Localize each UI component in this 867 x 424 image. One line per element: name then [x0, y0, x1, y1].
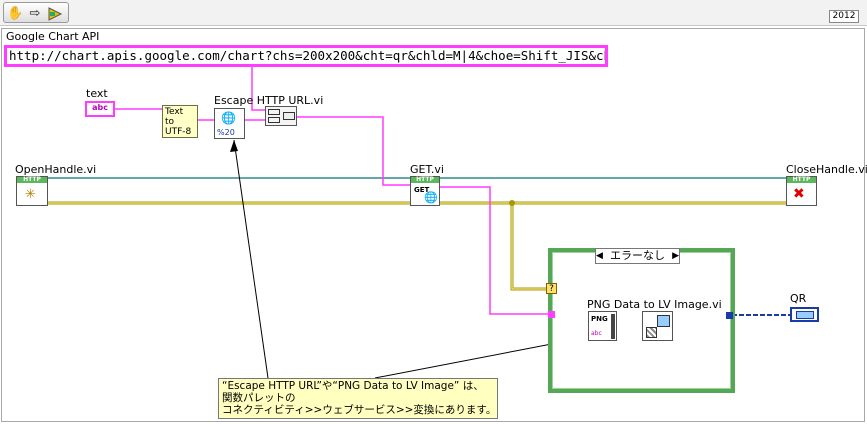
text-control-terminal[interactable]: abc: [85, 101, 115, 117]
png-data-vi-label: PNG Data to LV Image.vi: [587, 298, 722, 311]
globe-icon: 🌐: [221, 111, 236, 125]
png-glyph: PNG: [591, 315, 608, 323]
case-selector[interactable]: ◀ エラーなし ▶: [595, 248, 680, 264]
close-handle-label: CloseHandle.vi: [786, 163, 867, 176]
url-string-constant[interactable]: http://chart.apis.google.com/chart?chs=2…: [4, 45, 608, 67]
error-wire-junction: [509, 200, 515, 206]
image-convert-node[interactable]: [642, 311, 673, 341]
hand-tool-icon[interactable]: ✋: [7, 6, 24, 21]
version-badge: 2012: [829, 10, 859, 23]
string-wire-url: [251, 66, 265, 111]
get-vi-label: GET.vi: [410, 163, 444, 176]
string-wire-body: [440, 186, 551, 315]
error-wire-case: [510, 203, 548, 291]
escape-glyph: %20: [217, 128, 235, 137]
http-badge: HTTP: [411, 177, 439, 183]
diagram-frame: [1, 28, 865, 422]
globe-icon: 🌐: [424, 191, 438, 204]
escape-http-url-label: Escape HTTP URL.vi: [214, 94, 324, 107]
input-tunnel[interactable]: [548, 311, 555, 318]
run-arrow-icon[interactable]: [47, 6, 63, 22]
http-badge: HTTP: [17, 177, 47, 183]
comment-arrow-escape: [233, 139, 269, 379]
png-data-to-lv-image-vi[interactable]: PNG abc: [588, 311, 617, 341]
qr-image-indicator[interactable]: [790, 307, 819, 322]
tool-button-group[interactable]: ✋ ⇨: [3, 2, 69, 23]
close-x-icon: ✖: [793, 186, 805, 202]
text-to-utf8-node[interactable]: Text to UTF-8: [162, 105, 198, 138]
open-handle-vi[interactable]: HTTP ✳: [16, 176, 48, 206]
get-vi[interactable]: HTTP GET 🌐: [410, 176, 440, 206]
case-selector-label: エラーなし: [610, 249, 665, 262]
comment-line: コネクティビティ>>ウェブサービス>>変換にあります。: [222, 404, 497, 416]
close-handle-vi[interactable]: HTTP ✖: [786, 176, 817, 206]
comment-line: 関数パレットの: [222, 392, 296, 404]
open-handle-label: OpenHandle.vi: [15, 163, 97, 176]
comment-line: “Escape HTTP URL”や“PNG Data to LV Image”…: [222, 380, 484, 392]
png-sub-glyph: abc: [591, 330, 602, 337]
text-control-label: text: [86, 87, 108, 100]
arrow-tool-icon[interactable]: ⇨: [29, 6, 41, 21]
escape-http-url-vi[interactable]: 🌐 %20: [214, 108, 245, 139]
concatenate-strings-node[interactable]: [265, 106, 297, 126]
case-selector-terminal[interactable]: ?: [546, 283, 557, 294]
case-next-arrow[interactable]: ▶: [672, 251, 679, 261]
output-tunnel[interactable]: [726, 312, 733, 319]
toolbar: ✋ ⇨ 2012: [0, 0, 867, 26]
case-prev-arrow[interactable]: ◀: [596, 251, 603, 261]
url-constant-label: Google Chart API: [6, 30, 100, 43]
string-wire-concat: [297, 116, 410, 186]
string-type-glyph: abc: [92, 103, 108, 112]
get-glyph: GET: [414, 186, 430, 194]
qr-indicator-label: QR: [790, 292, 807, 305]
new-handle-icon: ✳: [25, 187, 36, 202]
http-badge: HTTP: [787, 177, 816, 183]
diagram-comment[interactable]: “Escape HTTP URL”や“PNG Data to LV Image”…: [218, 378, 498, 419]
